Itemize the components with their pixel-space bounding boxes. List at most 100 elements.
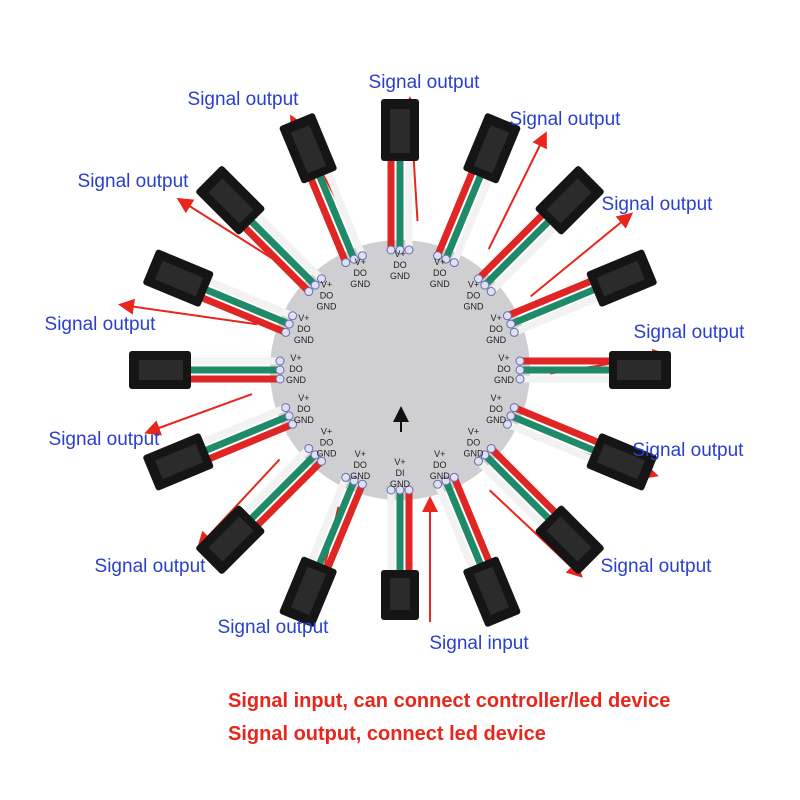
pin-label: V+ [490, 314, 501, 324]
wire [196, 273, 295, 319]
connector-latch [139, 360, 183, 380]
solder-pad [275, 356, 285, 366]
solder-pad [502, 419, 512, 429]
wire [189, 290, 288, 336]
wire [240, 210, 318, 288]
pin-label: V+ [290, 353, 301, 363]
wire [193, 413, 291, 458]
connector-latch [390, 109, 410, 153]
pin-label: V+ [321, 280, 332, 290]
pin-label: V+ [355, 257, 366, 267]
wire [482, 210, 560, 288]
signal-output-label: Signal output [633, 322, 745, 343]
solder-pad [473, 274, 483, 284]
wire [434, 482, 480, 581]
signal-output-label: Signal output [632, 440, 744, 461]
pin-label: GND [430, 279, 451, 289]
signal-output-label: Signal output [48, 429, 160, 450]
pin-label: V+ [394, 249, 405, 259]
solder-pad [506, 319, 516, 329]
wire [451, 166, 497, 265]
signal-output-label: Signal output [44, 314, 156, 335]
solder-pad [441, 254, 451, 264]
wire [451, 475, 497, 574]
wire [312, 479, 357, 577]
pin-label: DO [353, 460, 367, 470]
solder-pad [310, 450, 320, 460]
pin-label: DO [297, 404, 311, 414]
pin-label: V+ [298, 393, 309, 403]
pin-label: GND [350, 471, 371, 481]
wire [512, 290, 611, 336]
connector-latch [390, 578, 410, 610]
connector-latch [208, 178, 254, 224]
solder-pad [449, 258, 459, 268]
input-note: Signal input, can connect controller/led… [228, 690, 671, 712]
pin-label: DO [353, 268, 367, 278]
signal-output-label: Signal output [94, 556, 206, 577]
solder-pad [486, 443, 496, 453]
pin-label: GND [494, 375, 515, 385]
pin-label: DO [393, 260, 407, 270]
solder-pad [341, 472, 351, 482]
solder-pad [275, 365, 285, 375]
pin-label: GND [286, 375, 307, 385]
solder-pad [502, 311, 512, 321]
solder-pad [386, 485, 396, 495]
wire [512, 404, 611, 450]
solder-pad [486, 287, 496, 297]
solder-pad [304, 443, 314, 453]
pin-label: DO [489, 404, 503, 414]
solder-pad [357, 479, 367, 489]
connector-latch [155, 260, 204, 297]
pin-label: GND [486, 415, 507, 425]
output-note: Signal output, connect led device [228, 723, 546, 745]
wire [303, 475, 349, 574]
pin-label: GND [390, 271, 411, 281]
solder-pad [404, 245, 414, 255]
wire [505, 273, 604, 319]
solder-pad [386, 245, 396, 255]
wire [320, 482, 366, 581]
wire [193, 282, 291, 327]
connector-latch [546, 178, 592, 224]
pin-label: GND [464, 449, 485, 459]
wire [240, 452, 318, 530]
pin-label: DO [497, 364, 511, 374]
signal-output-label: Signal output [217, 617, 329, 638]
solder-pad [433, 479, 443, 489]
signal-output-arrow [118, 298, 258, 326]
solder-pad [441, 476, 451, 486]
wire [303, 166, 349, 265]
solder-pad [288, 419, 298, 429]
wire [509, 413, 607, 458]
signal-input-label: Signal input [429, 633, 529, 654]
solder-pad [506, 411, 516, 421]
splitter-board [270, 240, 530, 500]
pin-label: GND [390, 479, 411, 489]
connector-latch [617, 360, 661, 380]
solder-pad [310, 280, 320, 290]
wire [443, 163, 488, 261]
pin-label: DO [289, 364, 303, 374]
connector-latch [290, 125, 327, 174]
